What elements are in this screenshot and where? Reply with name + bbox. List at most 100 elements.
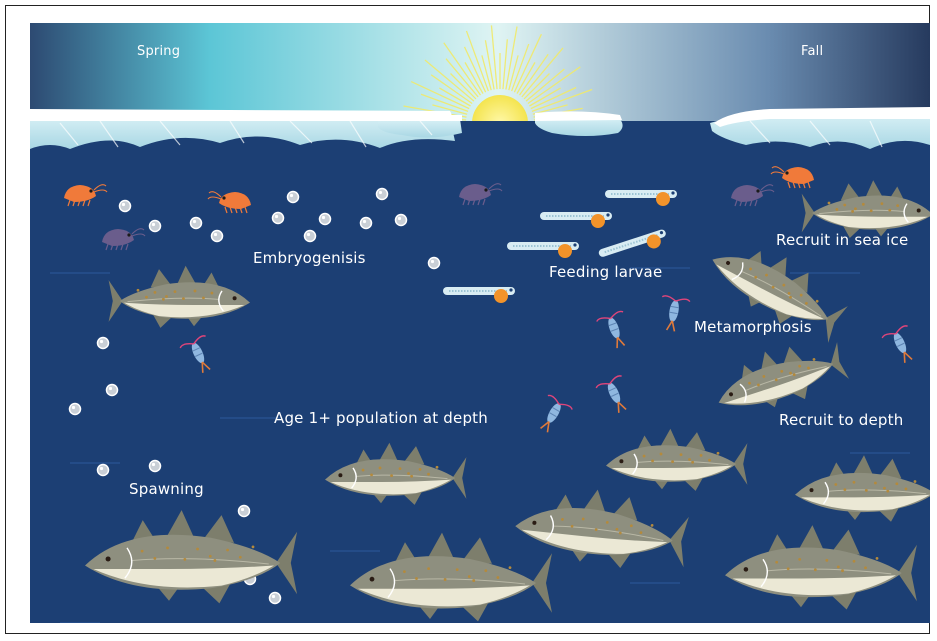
fish-spot bbox=[834, 483, 837, 486]
egg-highlight bbox=[275, 215, 278, 218]
egg-highlight bbox=[122, 203, 125, 206]
label-metamorphosis: Metamorphosis bbox=[694, 318, 812, 336]
egg bbox=[239, 506, 250, 517]
fish-spot bbox=[798, 558, 801, 561]
fish-spot bbox=[825, 559, 828, 562]
egg-highlight bbox=[100, 467, 103, 470]
larva-yolk bbox=[591, 214, 605, 228]
egg-highlight bbox=[431, 260, 434, 263]
fish-spot bbox=[182, 297, 185, 300]
amphipod-eye bbox=[222, 196, 225, 199]
amphipod-eye bbox=[756, 189, 759, 192]
egg-highlight bbox=[307, 233, 310, 236]
fish-spot bbox=[196, 548, 199, 551]
fish-spot bbox=[141, 550, 144, 553]
fish-eye bbox=[233, 296, 237, 300]
fish-spot bbox=[509, 566, 512, 569]
fish-spot bbox=[870, 209, 873, 212]
egg-highlight bbox=[109, 387, 112, 390]
fish-spot bbox=[211, 292, 214, 295]
fish-spot bbox=[854, 207, 857, 210]
fish-spot bbox=[688, 458, 691, 461]
figure-frame: Spring Fall Embryogenisis Feeding larvae… bbox=[5, 5, 930, 634]
larva-eye bbox=[573, 243, 576, 246]
egg-highlight bbox=[379, 191, 382, 194]
egg bbox=[270, 593, 281, 604]
fish-eye bbox=[370, 577, 375, 582]
egg-highlight bbox=[72, 406, 75, 409]
season-label-spring: Spring bbox=[137, 44, 180, 59]
fish-eye bbox=[810, 488, 814, 492]
fish-spot bbox=[886, 490, 889, 493]
fish-spot bbox=[660, 453, 663, 456]
label-spawning: Spawning bbox=[129, 480, 204, 498]
fish-spot bbox=[843, 204, 846, 207]
fish-eye bbox=[917, 209, 921, 213]
fish-spot bbox=[472, 579, 475, 582]
egg-highlight bbox=[100, 340, 103, 343]
label-age1-population: Age 1+ population at depth bbox=[274, 409, 488, 427]
egg bbox=[320, 214, 331, 225]
fish-spot bbox=[213, 559, 216, 562]
egg-highlight bbox=[152, 223, 155, 226]
egg bbox=[377, 189, 388, 200]
fish-spot bbox=[390, 474, 393, 477]
fish-spot bbox=[444, 578, 447, 581]
season-label-fall: Fall bbox=[801, 44, 823, 59]
fish-spot bbox=[787, 567, 790, 570]
fish-spot bbox=[914, 480, 917, 483]
fish-spot bbox=[671, 460, 674, 463]
egg bbox=[98, 338, 109, 349]
fish-spot bbox=[403, 570, 406, 573]
fish-spot bbox=[905, 488, 908, 491]
egg bbox=[120, 201, 131, 212]
egg bbox=[107, 385, 118, 396]
fish-spot bbox=[137, 289, 140, 292]
fish-spot bbox=[853, 481, 856, 484]
fish-spot bbox=[708, 459, 711, 462]
amphipod-eye bbox=[785, 171, 788, 174]
fish-spot bbox=[874, 482, 877, 485]
label-feeding-larvae: Feeding larvae bbox=[549, 263, 662, 281]
fish-spot bbox=[700, 454, 703, 457]
label-embryogenesis: Embryogenisis bbox=[253, 249, 366, 267]
fish-spot bbox=[456, 568, 459, 571]
fish-spot bbox=[851, 210, 854, 213]
fish-spot bbox=[691, 461, 694, 464]
amphipod-eye bbox=[127, 233, 130, 236]
fish-spot bbox=[853, 560, 856, 563]
amphipod-eye bbox=[484, 188, 487, 191]
larva-yolk bbox=[656, 192, 670, 206]
egg bbox=[150, 461, 161, 472]
label-recruit-depth: Recruit to depth bbox=[779, 411, 903, 429]
fish-spot bbox=[643, 455, 646, 458]
fish-spot bbox=[775, 561, 778, 564]
fish-spot bbox=[153, 557, 156, 560]
fish-spot bbox=[896, 204, 899, 207]
larva-yolk bbox=[494, 289, 508, 303]
fish-spot bbox=[194, 290, 197, 293]
fish-spot bbox=[165, 295, 168, 298]
fish-spot bbox=[419, 468, 422, 471]
egg bbox=[273, 213, 284, 224]
egg-highlight bbox=[363, 220, 366, 223]
fish-spot bbox=[379, 467, 382, 470]
egg bbox=[98, 465, 109, 476]
fish-spot bbox=[252, 545, 255, 548]
fish-spot bbox=[427, 473, 430, 476]
egg-highlight bbox=[398, 217, 401, 220]
fish-spot bbox=[717, 452, 720, 455]
fish-spot bbox=[239, 556, 242, 559]
egg bbox=[305, 231, 316, 242]
egg-highlight bbox=[322, 216, 325, 219]
fish-spot bbox=[841, 569, 844, 572]
fish-spot bbox=[145, 296, 148, 299]
egg-highlight bbox=[290, 194, 293, 197]
fish-spot bbox=[680, 453, 683, 456]
larva-eye bbox=[509, 288, 512, 291]
fish-spot bbox=[436, 466, 439, 469]
egg-highlight bbox=[272, 595, 275, 598]
fish-spot bbox=[862, 203, 865, 206]
egg bbox=[150, 221, 161, 232]
egg bbox=[212, 231, 223, 242]
